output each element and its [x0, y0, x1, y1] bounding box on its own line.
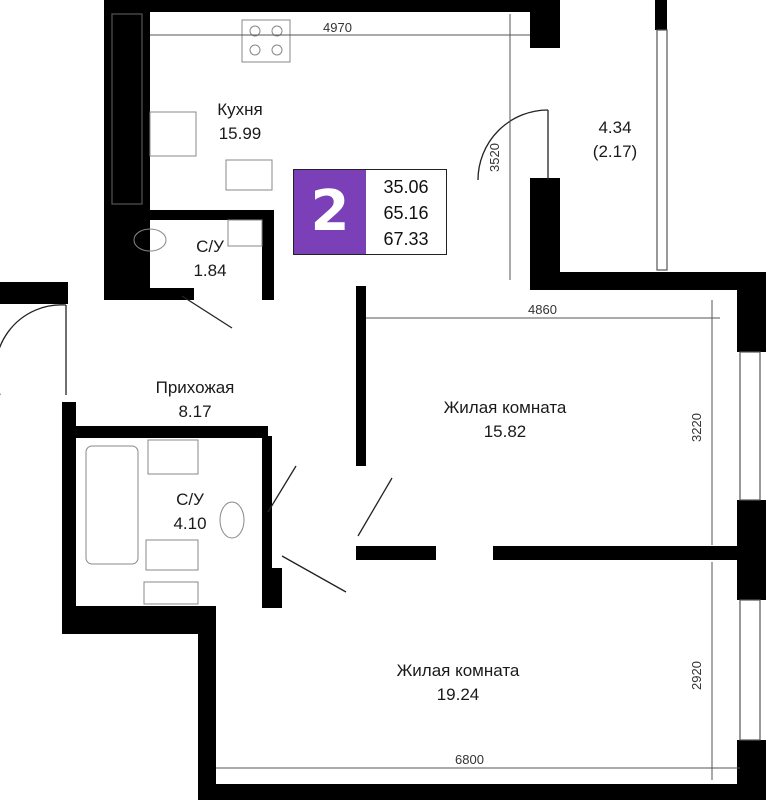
door-living2 [281, 555, 347, 593]
wall-left-hall [0, 282, 68, 304]
wall-left-mid [62, 402, 76, 632]
counter-icon [225, 159, 273, 191]
wall-top-right [655, 0, 667, 30]
window-kitchen [111, 13, 143, 205]
dim-kitchen-width: 4970 [323, 20, 352, 35]
wall-balcony-corner [543, 0, 560, 48]
area-summary: 35.06 65.16 67.33 [366, 174, 446, 252]
room-bathroom-large: С/У 4.10 [160, 488, 220, 536]
dim-living1-depth: 3220 [688, 413, 704, 442]
wall-top-kitchen [104, 0, 534, 12]
room-area: 1.84 [193, 261, 227, 280]
wall-bath-right [262, 436, 272, 576]
dim-kitchen-depth: 3520 [486, 143, 502, 172]
wall-smallbath-right [262, 210, 274, 300]
window-living2 [739, 599, 761, 741]
washer-icon [147, 439, 199, 475]
wall-living-divider [493, 546, 743, 560]
smallbath-toilet-icon [133, 228, 167, 252]
wall-hall-top [104, 288, 194, 300]
doors [0, 109, 549, 593]
total-area-with-balcony: 67.33 [383, 229, 429, 249]
summary-badge: 2 35.06 65.16 67.33 [293, 169, 447, 255]
dim-living2-width: 6800 [455, 752, 484, 767]
room-area: 8.17 [178, 402, 212, 421]
wall-living-divider-left [356, 546, 436, 560]
room-area: 4.34 [598, 118, 632, 137]
windows [111, 13, 761, 741]
dimension-lines [150, 14, 740, 780]
wall-bottom [198, 784, 766, 800]
bathtub-icon [85, 445, 139, 565]
door-living1 [357, 477, 393, 537]
wall-smallbath-top [104, 210, 274, 220]
door-bath [267, 465, 297, 513]
room-area: 4.10 [173, 514, 207, 533]
room-kitchen: Кухня 15.99 [200, 98, 280, 146]
room-name: Кухня [217, 100, 263, 119]
stove-icon [241, 19, 291, 63]
room-balcony: 4.34 (2.17) [580, 116, 650, 164]
room-name: С/У [196, 237, 224, 256]
window-balcony [656, 29, 668, 271]
wall-balcony-bottom [530, 272, 766, 290]
bath-sink-icon [145, 539, 199, 571]
toilet-icon [219, 501, 245, 539]
wall-right-upper [737, 272, 766, 352]
room-hallway: Прихожая 8.17 [140, 376, 250, 424]
fixtures [85, 19, 291, 605]
room-living-2: Жилая комната 19.24 [378, 659, 538, 707]
wall-stub-1 [262, 568, 282, 608]
total-area: 65.16 [383, 203, 429, 223]
kitchen-sink-icon [149, 111, 197, 157]
room-name: Жилая комната [443, 398, 567, 417]
smallbath-sink-icon [227, 219, 263, 247]
room-name: Жилая комната [396, 661, 520, 680]
wall-bottom-left [62, 606, 212, 634]
window-living1 [739, 351, 761, 501]
wall-bath-top [62, 426, 268, 438]
door-entrance-arc [0, 304, 67, 395]
room-name: Прихожая [155, 378, 235, 397]
wall-kitchen-left [104, 0, 150, 300]
dim-living1-width: 4860 [528, 302, 557, 317]
room-area: 19.24 [436, 685, 480, 704]
living-area: 35.06 [383, 177, 429, 197]
door-smallbath [181, 295, 233, 329]
room-area-reduced: (2.17) [592, 142, 638, 161]
wall-living1-left [356, 286, 366, 466]
wall-bottom-living2-left [198, 606, 216, 800]
room-living-1: Жилая комната 15.82 [425, 396, 585, 444]
room-area: 15.82 [483, 422, 527, 441]
storage-icon [143, 581, 199, 605]
rooms-count: 2 [294, 170, 366, 254]
wall-balcony-pier [530, 178, 560, 290]
door-balcony-arc [477, 109, 549, 181]
dim-living2-depth: 2920 [688, 661, 704, 690]
room-bathroom-small: С/У 1.84 [180, 235, 240, 283]
room-area: 15.99 [218, 124, 262, 143]
room-name: С/У [176, 490, 204, 509]
